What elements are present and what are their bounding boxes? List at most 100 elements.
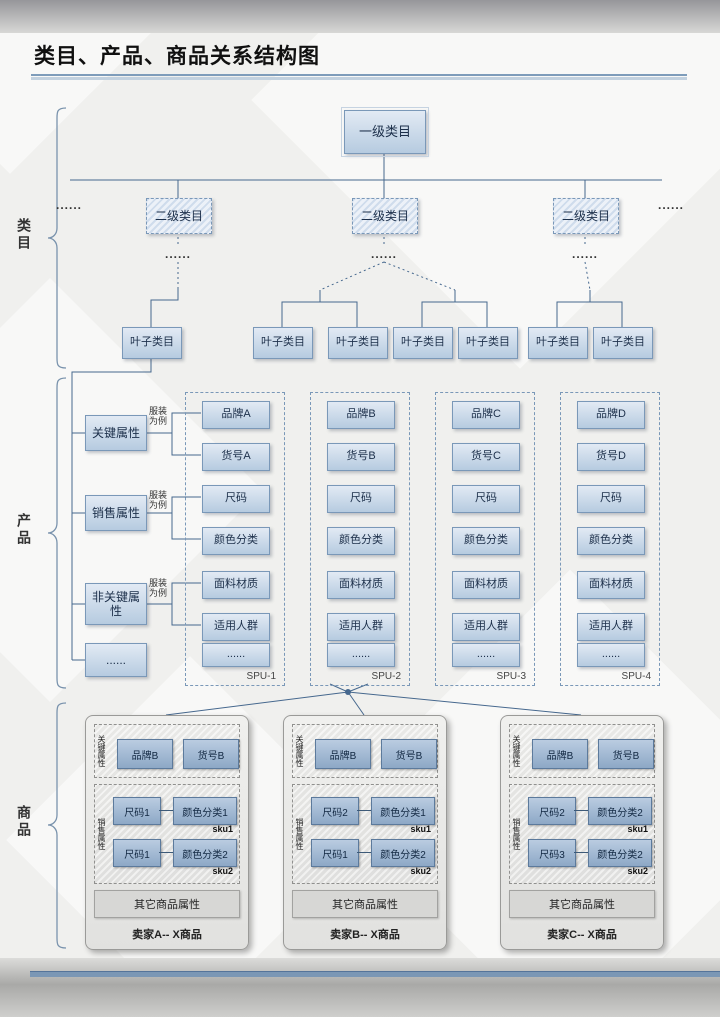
sales-attr-vertical-label: 销售属性: [512, 818, 521, 850]
other-attrs-box: 其它商品属性: [509, 890, 655, 918]
seller-key-attr-group: 关键属性 品牌B 货号B: [292, 724, 438, 778]
seller-sales-attr-group: 销售属性 尺码1 颜色分类1 sku1 尺码1 颜色分类2 sku2: [94, 784, 240, 884]
spu-row: ......: [577, 643, 645, 667]
leaf-category-box: 叶子类目: [328, 327, 388, 359]
leaf-category-box: 叶子类目: [528, 327, 588, 359]
spu-row: 品牌A: [202, 401, 270, 429]
nonkey-attr-box: 非关键属性: [85, 583, 147, 625]
ellipsis-right: ......: [657, 198, 684, 212]
sku-size-box: 尺码1: [311, 839, 359, 867]
spu-row: 颜色分类: [327, 527, 395, 555]
spu-row: 面料材质: [327, 571, 395, 599]
spu-row: 货号D: [577, 443, 645, 471]
spu-name: SPU-3: [496, 671, 526, 682]
sku-size-box: 尺码2: [528, 797, 576, 825]
spu-name: SPU-2: [371, 671, 401, 682]
spu-row: ......: [327, 643, 395, 667]
seller-name: 卖家B-- X商品: [330, 929, 400, 941]
sku-link-line: [159, 852, 173, 853]
item-no-box: 货号B: [183, 739, 239, 769]
spu-name: SPU-1: [246, 671, 276, 682]
sku-color-box: 颜色分类2: [173, 839, 237, 867]
leaf-category-box: 叶子类目: [458, 327, 518, 359]
seller-sales-attr-group: 销售属性 尺码2 颜色分类2 sku1 尺码3 颜色分类2 sku2: [509, 784, 655, 884]
spu-row: 尺码: [202, 485, 270, 513]
sku-color-box: 颜色分类2: [588, 839, 652, 867]
spu-row: 货号C: [452, 443, 520, 471]
sku-label: sku1: [410, 824, 431, 834]
seller-sales-attr-group: 销售属性 尺码2 颜色分类1 sku1 尺码1 颜色分类2 sku2: [292, 784, 438, 884]
section-label-commodity: 商品: [16, 805, 32, 839]
level2-category-box: 二级类目: [553, 198, 619, 234]
sku-color-box: 颜色分类2: [371, 839, 435, 867]
clothing-example-note: 服装为例: [148, 490, 167, 510]
level2-category-box: 二级类目: [352, 198, 418, 234]
seller-name: 卖家A-- X商品: [132, 929, 202, 941]
spu-row: 适用人群: [202, 613, 270, 641]
brand-box: 品牌B: [532, 739, 588, 769]
section-label-product: 产品: [16, 513, 32, 547]
key-attr-vertical-label: 关键属性: [512, 735, 521, 767]
title-underline: [31, 74, 687, 76]
bottom-bar: [0, 958, 720, 1017]
item-no-box: 货号B: [381, 739, 437, 769]
leaf-category-box: 叶子类目: [393, 327, 453, 359]
spu-row: 品牌B: [327, 401, 395, 429]
background-diamond: [251, 0, 720, 369]
brand-box: 品牌B: [315, 739, 371, 769]
sku-label: sku2: [212, 866, 233, 876]
spu-row: 货号B: [327, 443, 395, 471]
bottom-accent-line: [30, 971, 720, 977]
ellipsis-under-level2: ......: [571, 247, 598, 261]
ellipsis-under-level2: ......: [164, 247, 191, 261]
level1-category-box: 一级类目: [341, 107, 429, 157]
sku-label: sku2: [410, 866, 431, 876]
seller-card-a: 关键属性 品牌B 货号B 销售属性 尺码1 颜色分类1 sku1 尺码1 颜色分…: [85, 715, 249, 950]
spu-row: 尺码: [577, 485, 645, 513]
spu-container-3: 品牌C 货号C 尺码 颜色分类 面料材质 适用人群 ...... SPU-3: [435, 392, 535, 686]
seller-key-attr-group: 关键属性 品牌B 货号B: [509, 724, 655, 778]
leaf-category-box: 叶子类目: [253, 327, 313, 359]
spu-row: ......: [202, 643, 270, 667]
spu-row: 品牌C: [452, 401, 520, 429]
key-attr-box: 关键属性: [85, 415, 147, 451]
other-attrs-box: 其它商品属性: [292, 890, 438, 918]
sku-link-line: [357, 810, 371, 811]
sku-color-box: 颜色分类1: [173, 797, 237, 825]
spu-row: 适用人群: [577, 613, 645, 641]
brand-box: 品牌B: [117, 739, 173, 769]
spu-row: ......: [452, 643, 520, 667]
sku-link-line: [357, 852, 371, 853]
spu-container-2: 品牌B 货号B 尺码 颜色分类 面料材质 适用人群 ...... SPU-2: [310, 392, 410, 686]
leaf-category-box: 叶子类目: [593, 327, 653, 359]
sku-color-box: 颜色分类1: [371, 797, 435, 825]
sku-link-line: [574, 810, 588, 811]
item-no-box: 货号B: [598, 739, 654, 769]
other-attrs-box: 其它商品属性: [94, 890, 240, 918]
spu-row: 品牌D: [577, 401, 645, 429]
seller-key-attr-group: 关键属性 品牌B 货号B: [94, 724, 240, 778]
section-label-category: 类目: [16, 218, 32, 252]
spu-container-4: 品牌D 货号D 尺码 颜色分类 面料材质 适用人群 ...... SPU-4: [560, 392, 660, 686]
clothing-example-note: 服装为例: [148, 406, 167, 426]
spu-row: 颜色分类: [577, 527, 645, 555]
sku-size-box: 尺码3: [528, 839, 576, 867]
seller-name: 卖家C-- X商品: [547, 929, 617, 941]
sku-size-box: 尺码2: [311, 797, 359, 825]
spu-row: 面料材质: [202, 571, 270, 599]
spu-row: 尺码: [327, 485, 395, 513]
title-underline-light: [31, 77, 687, 80]
spu-row: 适用人群: [452, 613, 520, 641]
top-bar: [0, 0, 720, 33]
sku-label: sku1: [627, 824, 648, 834]
spu-container-1: 品牌A 货号A 尺码 颜色分类 面料材质 适用人群 ...... SPU-1: [185, 392, 285, 686]
level2-category-box: 二级类目: [146, 198, 212, 234]
ellipsis-left: ......: [55, 198, 82, 212]
spu-row: 货号A: [202, 443, 270, 471]
key-attr-vertical-label: 关键属性: [295, 735, 304, 767]
spu-row: 面料材质: [452, 571, 520, 599]
sales-attr-vertical-label: 销售属性: [97, 818, 106, 850]
sku-link-line: [574, 852, 588, 853]
sales-attr-box: 销售属性: [85, 495, 147, 531]
clothing-example-note: 服装为例: [148, 578, 167, 598]
